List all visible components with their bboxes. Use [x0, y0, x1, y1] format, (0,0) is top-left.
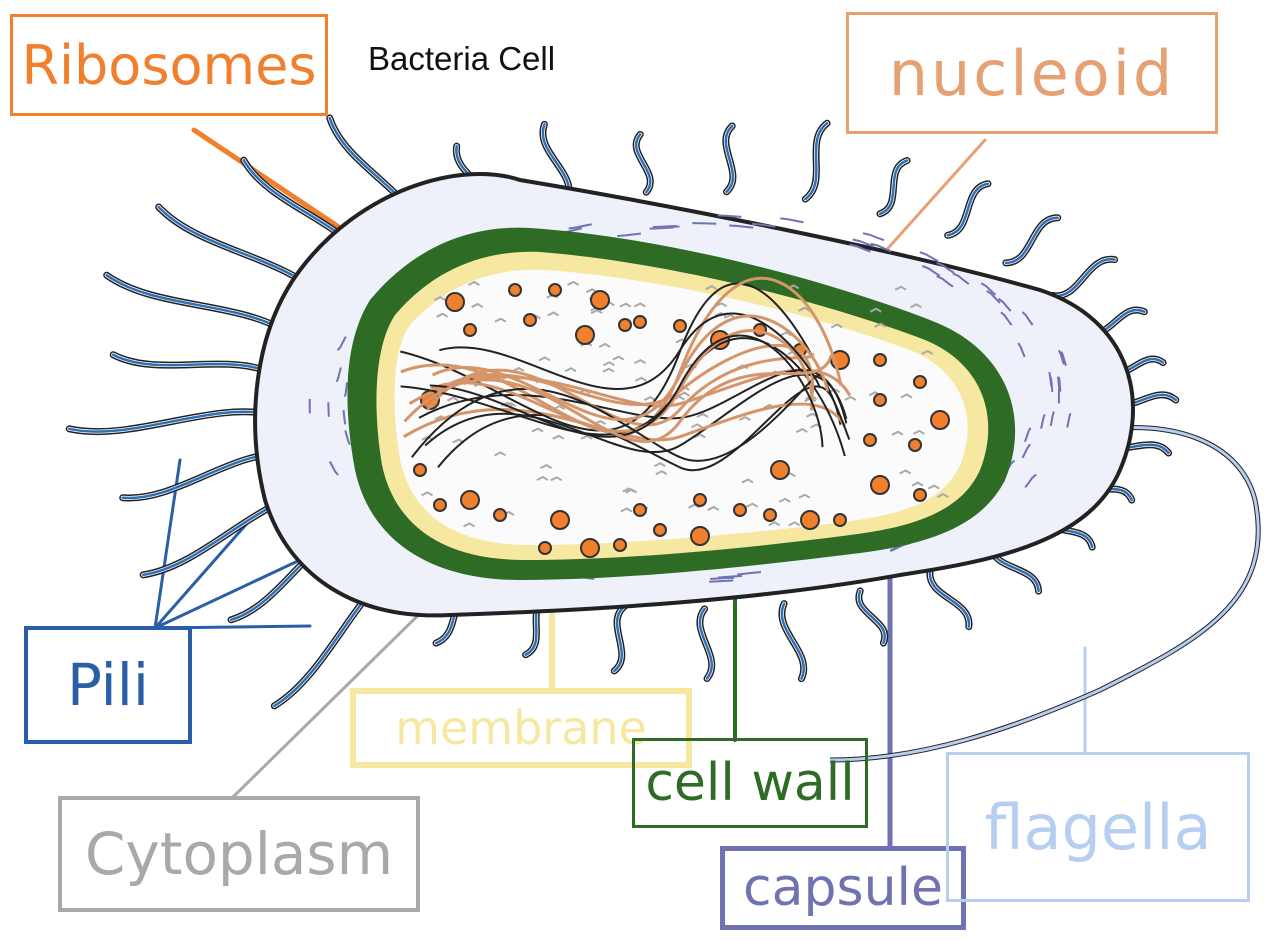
label-flagella: flagella [946, 752, 1250, 902]
label-capsule: capsule [720, 846, 966, 930]
label-ribosomes: Ribosomes [10, 14, 328, 116]
label-nucleoid: nucleoid [846, 12, 1218, 134]
label-cytoplasm: Cytoplasm [58, 796, 420, 912]
label-pili: Pili [24, 626, 192, 744]
label-cell-wall: cell wall [632, 738, 868, 828]
diagram-title: Bacteria Cell [368, 40, 555, 78]
